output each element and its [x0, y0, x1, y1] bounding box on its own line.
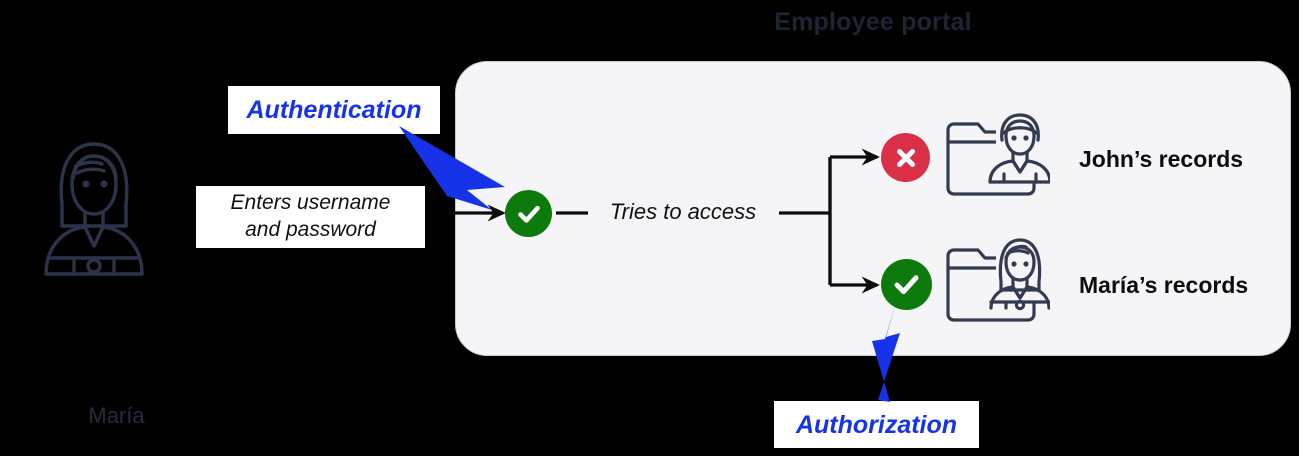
red-x-icon: [896, 148, 915, 167]
record-label-john: John’s records: [1079, 146, 1244, 172]
callout-authentication: Authentication: [228, 86, 440, 134]
persona-name-label: María: [88, 403, 145, 428]
access-denied-badge: [881, 133, 930, 182]
woman-avatar-icon: [44, 142, 144, 276]
employee-portal-panel: [455, 61, 1291, 356]
record-label-maria: María’s records: [1079, 272, 1249, 298]
authentication-success-badge: [505, 190, 552, 237]
portal-title: Employee portal: [774, 8, 972, 36]
persona-maria: María: [24, 128, 164, 428]
credentials-line-1: Enters username: [230, 191, 391, 215]
flow-label-tries-to-access: Tries to access: [609, 199, 757, 224]
callout-authorization: Authorization: [774, 401, 979, 448]
green-check-icon: [517, 205, 540, 223]
green-check-icon: [894, 275, 919, 295]
credentials-line-2: and password: [245, 218, 376, 241]
callout-credentials: Enters username and password: [196, 186, 425, 248]
folder-with-man-icon: [946, 113, 1050, 196]
folder-with-woman-icon: [946, 238, 1050, 322]
access-granted-badge: [881, 259, 932, 310]
